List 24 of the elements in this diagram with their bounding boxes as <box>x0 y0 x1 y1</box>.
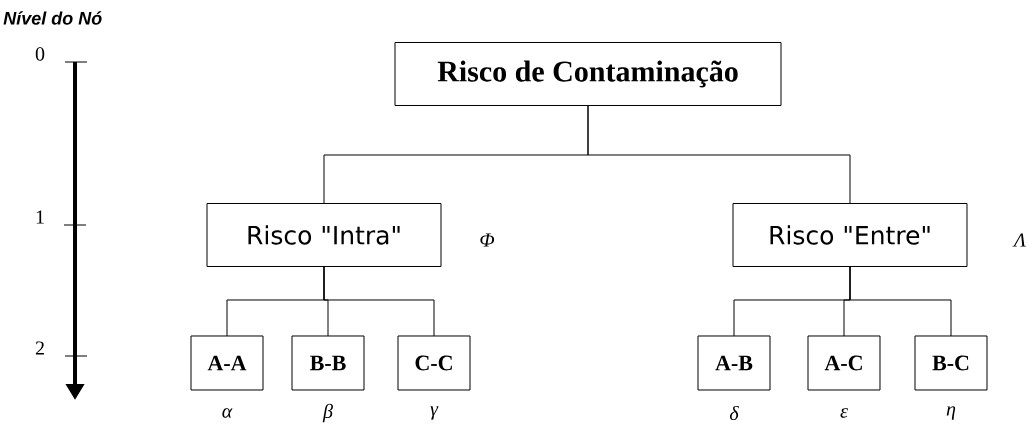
leaf-box: A-A <box>190 335 264 391</box>
greek-symbol: ε <box>840 408 848 418</box>
category-box: Risco "Entre" <box>732 203 968 267</box>
greek-symbol: δ <box>729 405 739 421</box>
tick-label: 2 <box>35 341 44 355</box>
greek-symbol: Λ <box>1012 233 1026 247</box>
greek-symbol: α <box>222 408 233 418</box>
axis-title: Nível do Nó <box>3 11 102 25</box>
root-box: Risco de Contaminação <box>394 42 782 106</box>
greek-symbol: γ <box>430 406 439 420</box>
connector-line <box>587 104 851 204</box>
greek-symbol: β <box>322 403 333 423</box>
tick-label: 0 <box>35 47 45 61</box>
connector-line <box>323 265 435 337</box>
greek-symbol: η <box>946 406 956 420</box>
leaf-box: A-B <box>697 335 771 391</box>
category-box: Risco "Intra" <box>206 203 442 267</box>
leaf-box: A-C <box>807 335 881 391</box>
leaf-box: C-C <box>397 335 471 391</box>
tick-label: 1 <box>36 210 44 224</box>
connector-line <box>849 265 952 337</box>
leaf-box: B-C <box>914 335 988 391</box>
leaf-box: B-B <box>291 335 365 391</box>
greek-symbol: Φ <box>480 233 495 247</box>
